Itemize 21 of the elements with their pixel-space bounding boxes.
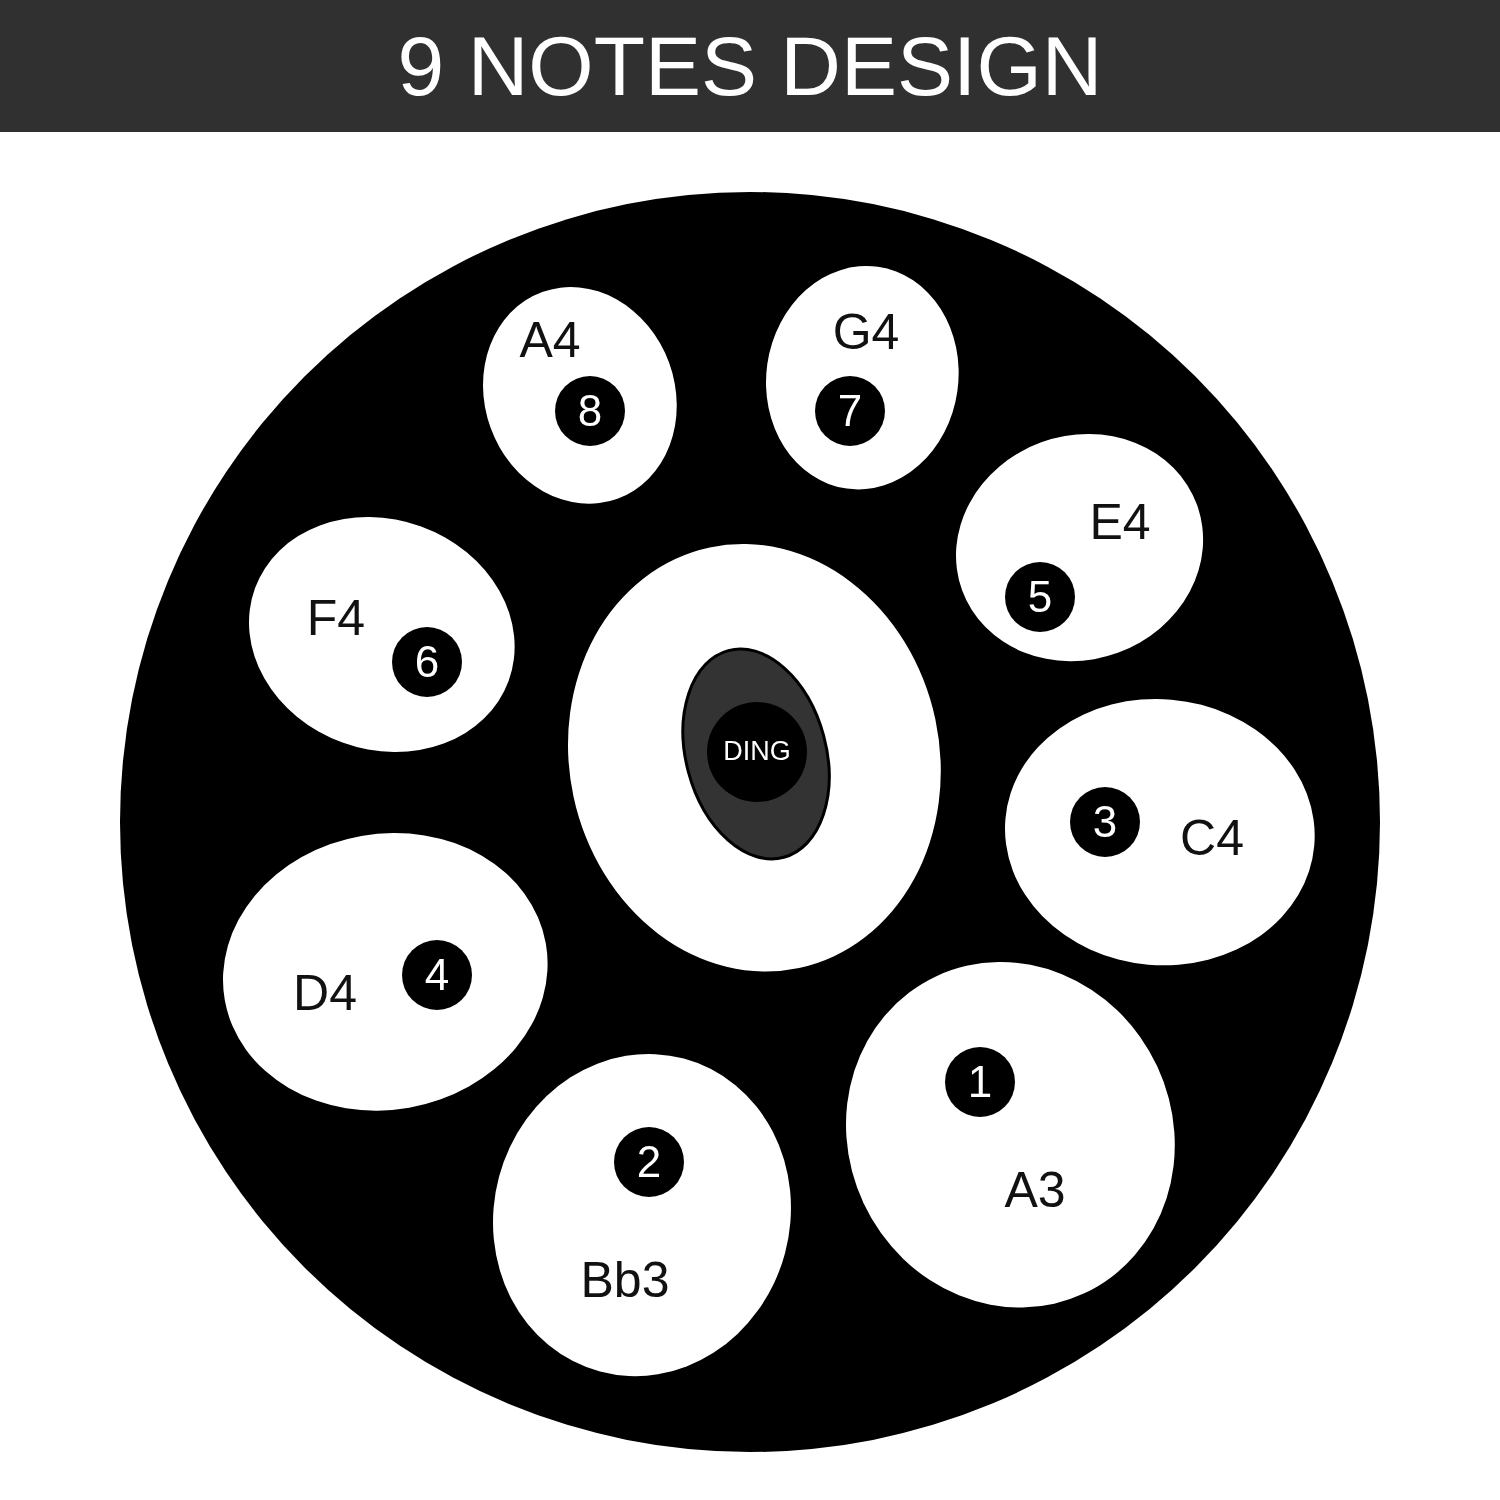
note-ellipse (222, 833, 548, 1111)
note-ellipse (493, 1053, 791, 1377)
note-label: Bb3 (580, 1255, 670, 1305)
note-ellipse (1005, 698, 1315, 966)
note-label: D4 (293, 968, 357, 1018)
note-ellipse (483, 286, 677, 504)
center-ellipse (567, 544, 941, 972)
title: 9 NOTES DESIGN (396, 22, 1104, 110)
note-label: A4 (519, 315, 581, 365)
note-ellipse (765, 266, 959, 490)
note-label: A3 (1004, 1165, 1066, 1215)
ding-ellipse (682, 649, 830, 859)
handpan-body (120, 192, 1380, 1452)
note-label: F4 (306, 593, 366, 643)
note-label: E4 (1089, 497, 1151, 547)
note-ellipse (845, 962, 1175, 1308)
note-ellipse (956, 434, 1204, 662)
note-label: C4 (1180, 813, 1244, 863)
note-ellipse (249, 517, 515, 753)
ding-label: DING (723, 736, 791, 768)
note-label: G4 (832, 307, 900, 357)
